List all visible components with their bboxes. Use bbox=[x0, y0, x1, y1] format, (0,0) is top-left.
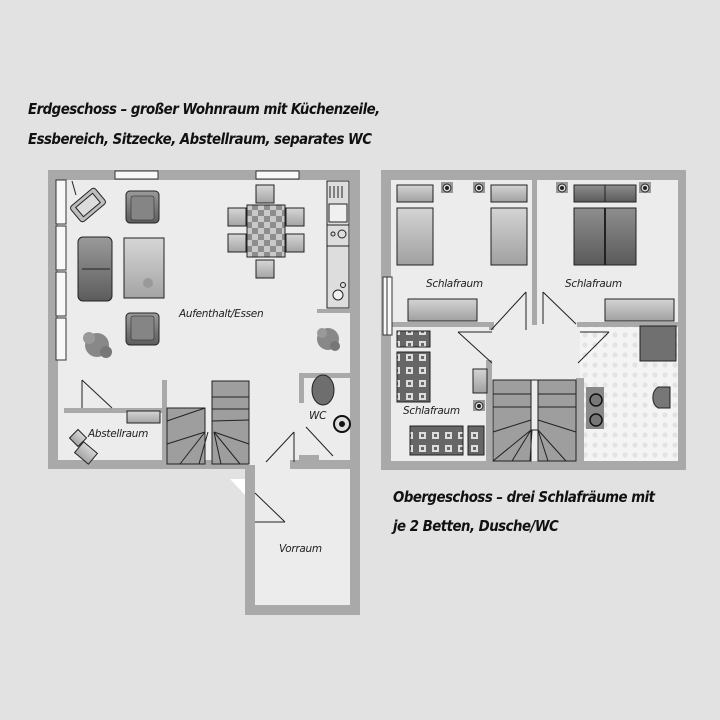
room-label-bedroom-2: Schlafraum bbox=[565, 278, 622, 290]
staircase bbox=[166, 380, 250, 465]
lamp-icon bbox=[441, 182, 651, 411]
ground-floor-caption-line1: Erdgeschoss – großer Wohnraum mit Küchen… bbox=[28, 100, 380, 118]
plant-icon bbox=[317, 328, 340, 351]
room-label-wc: WC bbox=[309, 410, 327, 422]
room-label-storage: Abstellraum bbox=[88, 428, 149, 440]
ground-floor-walls bbox=[48, 170, 360, 615]
ground-floor-caption-line2: Essbereich, Sitzecke, Abstellraum, separ… bbox=[28, 130, 372, 148]
sink-icon bbox=[589, 393, 603, 427]
room-label-living: Aufenthalt/Essen bbox=[179, 308, 264, 320]
room-label-bedroom-3: Schlafraum bbox=[403, 405, 460, 417]
room-label-entry: Vorraum bbox=[279, 543, 322, 555]
upper-floor-caption-line2: je 2 Betten, Dusche/WC bbox=[393, 517, 559, 535]
upper-floor-caption-line1: Obergeschoss – drei Schlafräume mit bbox=[393, 488, 655, 506]
staircase bbox=[492, 379, 577, 462]
room-label-bedroom-1: Schlafraum bbox=[426, 278, 483, 290]
plant-icon bbox=[83, 332, 112, 358]
